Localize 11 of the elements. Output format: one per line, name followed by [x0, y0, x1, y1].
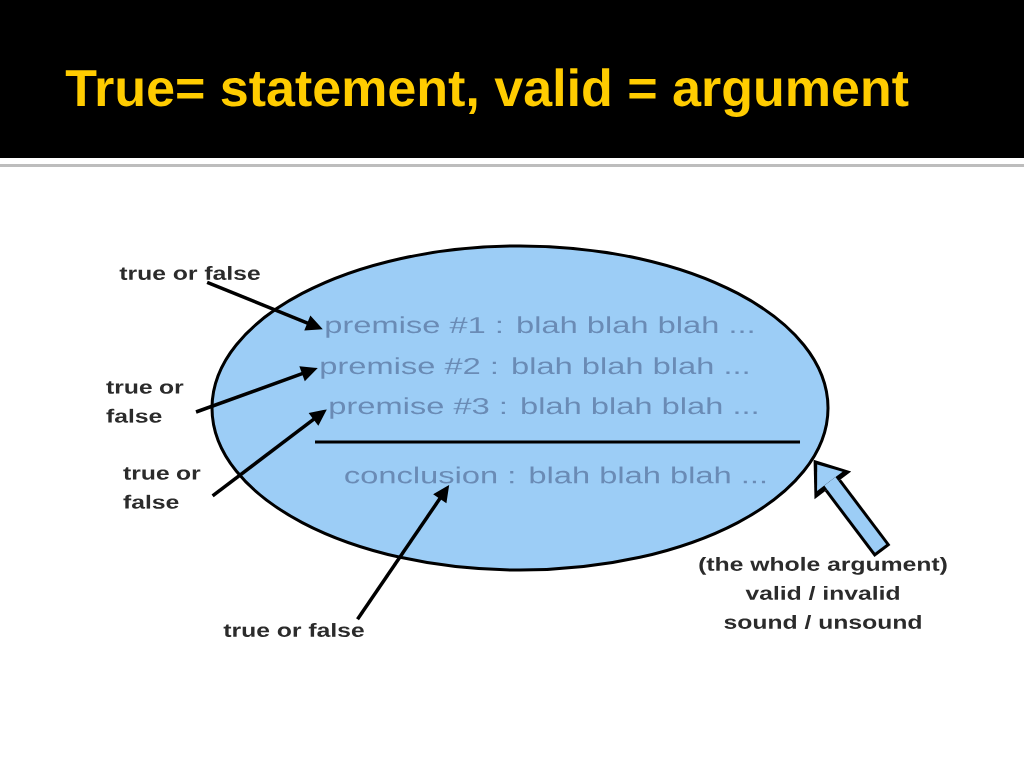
statement-text: premise #1 : blah blah blah ... — [326, 316, 753, 338]
statement-text: conclusion : blah blah blah ... — [345, 466, 766, 484]
statement-text: premise #3 : blah blah blah ... — [330, 397, 757, 419]
annotation-label: true or false — [123, 467, 201, 509]
annotation-label: true or false — [106, 381, 184, 423]
annotation-label: true or false — [223, 623, 364, 637]
statement-text: premise #2 : blah blah blah ... — [321, 357, 748, 379]
block-arrow — [813, 459, 891, 557]
title-bar: True= statement, valid = argument — [0, 0, 1024, 158]
annotation-label: true or false — [119, 266, 260, 280]
annotation-label: (the whole argument) valid / invalid sound / unsound — [699, 556, 947, 630]
